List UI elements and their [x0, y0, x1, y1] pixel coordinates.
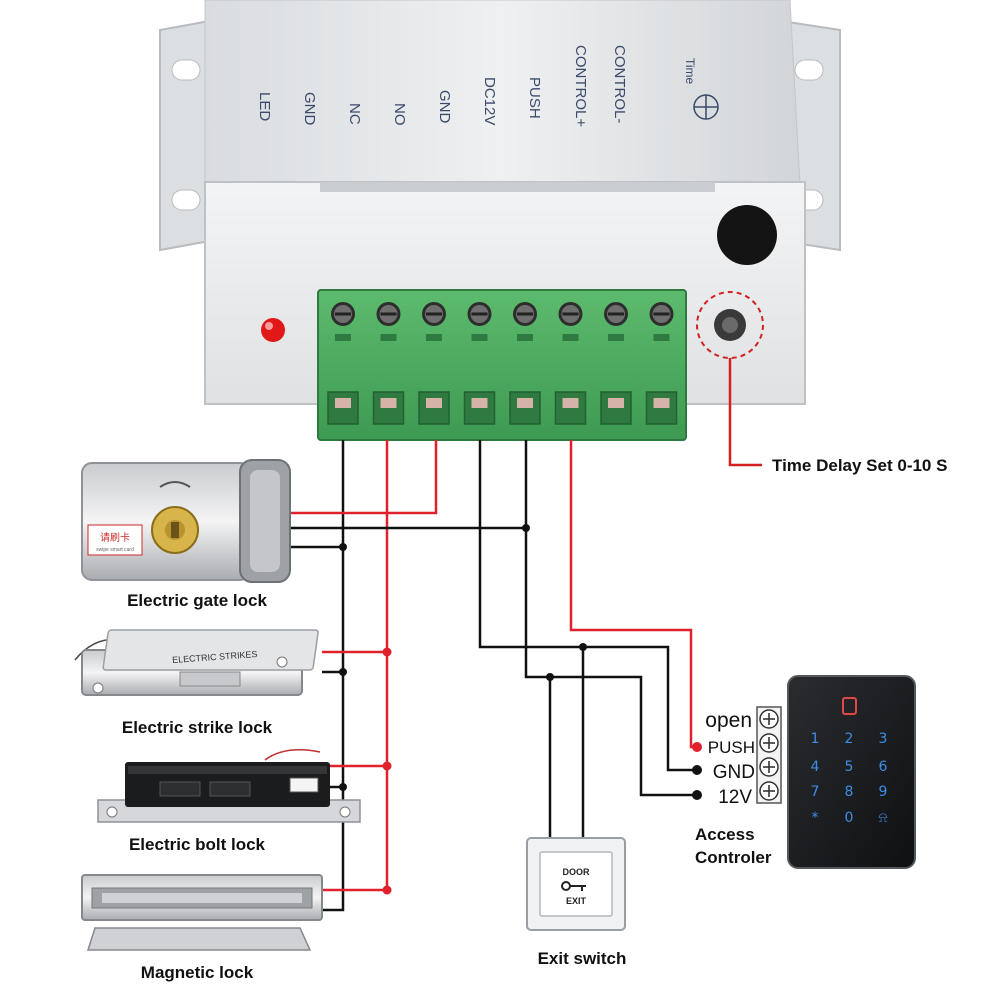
terminal-screw[interactable] — [331, 302, 355, 341]
keypad-key[interactable]: 3 — [879, 731, 888, 747]
terminal-12v-label: 12V — [718, 787, 752, 808]
status-led — [261, 318, 285, 342]
keypad-key[interactable]: 5 — [845, 759, 854, 775]
terminal-wire-slot[interactable] — [645, 391, 678, 425]
terminal-wire-slot[interactable] — [418, 391, 450, 425]
time-delay-highlight-circle — [696, 291, 764, 359]
terminal-screw-icon — [759, 757, 779, 777]
terminal-label-gnd-1: GND — [436, 90, 453, 124]
electric-gate-lock: 请刷卡 swipe smart card — [81, 459, 291, 583]
gate-lock-sticker-line2: swipe smart card — [96, 547, 134, 553]
electric-strike-lock: ELECTRIC STRIKES — [74, 629, 319, 696]
exit-switch-label: Exit switch — [538, 949, 627, 968]
key-icon — [561, 881, 586, 891]
wire-black-gnd-controller — [478, 440, 697, 772]
terminal-wire-slot[interactable] — [327, 391, 359, 425]
time-text: Time — [683, 58, 697, 85]
access-controller-terminals: open PUSH GND 12V — [705, 706, 782, 808]
magnetic-lock-label: Magnetic lock — [141, 963, 254, 982]
terminal-label-dc12v: DC12V — [481, 77, 498, 125]
keypad-key[interactable]: 1 — [811, 731, 820, 747]
keypad-key[interactable]: 2 — [845, 731, 854, 747]
terminal-gnd-label: GND — [713, 762, 755, 783]
wire-black-lock-gnd — [322, 440, 345, 912]
terminal-wire-slot[interactable] — [463, 391, 496, 425]
terminal-label-nc: NC — [346, 103, 363, 125]
box-top — [204, 0, 801, 186]
terminal-screw[interactable] — [558, 302, 583, 341]
gate-lock-sticker-line1: 请刷卡 — [100, 531, 130, 544]
time-delay-pointer-line — [728, 358, 762, 467]
keypad-key[interactable]: * — [812, 810, 819, 826]
time-delay-label: Time Delay Set 0-10 S — [772, 456, 947, 475]
bolt-lock-label: Electric bolt lock — [129, 835, 266, 854]
terminal-wire-slot[interactable] — [372, 391, 405, 425]
terminal-wire-slot[interactable] — [509, 391, 541, 425]
terminal-label-control-minus: CONTROL- — [611, 45, 628, 123]
keypad-key[interactable]: ⍾ — [878, 810, 887, 826]
keypad-key[interactable]: 8 — [845, 784, 854, 800]
keypad-key[interactable]: 4 — [811, 759, 820, 775]
terminal-label-group: CONTROL- CONTROL+ PUSH DC12V GND NO NC G… — [256, 45, 719, 127]
terminal-screw[interactable] — [604, 302, 628, 341]
strike-lock-label: Electric strike lock — [122, 718, 273, 737]
terminal-label-gnd-2: GND — [301, 92, 318, 126]
terminal-block — [317, 289, 687, 441]
terminal-wire-slot[interactable] — [554, 391, 587, 425]
electric-bolt-lock — [97, 749, 361, 823]
exit-switch[interactable]: DOOR EXIT — [526, 837, 626, 931]
terminal-push-label: PUSH — [708, 738, 755, 757]
access-controller-keypad: 1 2 3 4 5 6 7 8 9 * 0 ⍾ — [787, 675, 916, 869]
terminal-open-label: open — [705, 709, 752, 732]
gate-lock-label: Electric gate lock — [127, 591, 267, 610]
terminal-label-control-plus: CONTROL+ — [572, 45, 589, 127]
keypad-key[interactable]: 9 — [879, 784, 888, 800]
magnetic-lock — [81, 874, 323, 951]
wire-red-gate — [291, 440, 438, 515]
exit-switch-bottom-text: EXIT — [566, 896, 587, 906]
gate-lock-sticker — [87, 524, 143, 556]
terminal-screw[interactable] — [649, 302, 674, 341]
card-reader-icon — [842, 697, 857, 715]
terminal-screw[interactable] — [422, 302, 446, 341]
terminal-screw[interactable] — [376, 302, 401, 341]
terminal-screw[interactable] — [513, 302, 537, 341]
access-controller-label-line1: Access — [695, 825, 755, 844]
terminal-screw-icon — [759, 733, 779, 753]
terminal-label-led: LED — [256, 92, 273, 121]
terminal-label-no: NO — [391, 103, 408, 126]
wire-black-12v-controller — [524, 440, 697, 797]
wire-red-push — [569, 440, 697, 749]
terminal-screw[interactable] — [467, 302, 492, 341]
keypad-key[interactable]: 7 — [811, 784, 820, 800]
box-mount-hole — [717, 205, 777, 265]
terminal-screw-icon — [759, 781, 779, 801]
keypad-key[interactable]: 6 — [879, 759, 888, 775]
terminal-screw-icon — [759, 709, 779, 729]
access-controller-label-line2: Controler — [695, 848, 772, 867]
terminal-wire-slot[interactable] — [600, 391, 632, 425]
keypad-key[interactable]: 0 — [845, 810, 854, 826]
terminal-label-push: PUSH — [526, 77, 543, 119]
junction-dots — [339, 524, 702, 895]
exit-switch-top-text: DOOR — [563, 867, 591, 877]
